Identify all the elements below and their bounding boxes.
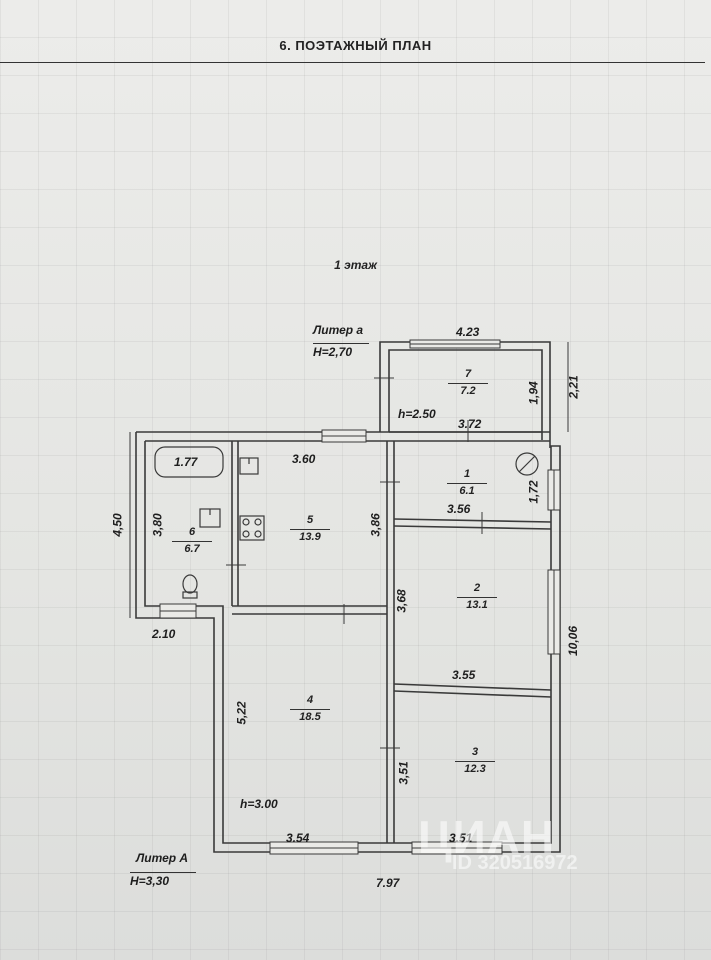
wall-main-inner: [144, 441, 552, 844]
room-3-area: 12.3: [455, 761, 495, 775]
boiler-icon: [515, 452, 539, 476]
bathtub-icon: [154, 446, 224, 478]
liter-a-big-name: Литер А: [136, 851, 189, 865]
watermark-brand: ЦИАН: [418, 811, 556, 863]
dim-3-60: 3.60: [292, 452, 316, 466]
room-2-number: 2: [473, 582, 481, 594]
dim-h-3-00: h=3.00: [240, 797, 278, 811]
wall-main-outer: [135, 432, 561, 853]
floor-label: 1 этаж: [334, 258, 377, 272]
wall-2-3b: [393, 690, 552, 698]
dim-4-50: 4,50: [110, 513, 125, 537]
dim-1-77: 1.77: [174, 455, 198, 469]
dim-3-54: 3.54: [286, 831, 310, 845]
wall-2-3: [393, 683, 552, 691]
room-4-area: 18.5: [290, 709, 330, 723]
room-6-area: 6.7: [172, 541, 212, 555]
room-1-area: 6.1: [447, 483, 487, 497]
dim-2-10: 2.10: [152, 627, 176, 641]
page-title: 6. ПОЭТАЖНЫЙ ПЛАН: [279, 38, 432, 53]
room-7-area: 7.2: [448, 383, 488, 397]
dim-3-86: 3,86: [368, 513, 383, 537]
dim-2-21: 2,21: [566, 375, 581, 399]
dim-3-80: 3,80: [150, 513, 165, 537]
liter-a-small-height: Н=2,70: [313, 343, 369, 359]
dim-1-72: 1,72: [526, 480, 541, 504]
dim-3-68: 3,68: [394, 589, 409, 613]
dim-7-97: 7.97: [376, 876, 400, 890]
dim-3-51-vertical: 3,51: [396, 761, 411, 785]
room-6-number: 6: [188, 526, 196, 538]
room-5-number: 5: [306, 514, 314, 526]
dim-3-51: 3.51: [449, 831, 473, 845]
wall-1-2: [393, 518, 552, 523]
dim-10-06: 10,06: [566, 625, 581, 657]
header-rule: [0, 62, 705, 63]
stove-icon: [239, 515, 265, 541]
watermark-id: ID 320516972: [452, 852, 578, 874]
dim-1-94: 1,94: [526, 381, 541, 405]
dim-h-2-50: h=2.50: [398, 407, 436, 421]
room-4-number: 4: [306, 694, 314, 706]
room-1-number: 1: [463, 468, 471, 480]
wall-1-2b: [393, 525, 552, 530]
liter-a-big-height: Н=3,30: [130, 872, 196, 888]
dim-3-72: 3.72: [458, 417, 482, 431]
dim-3-56: 3.56: [447, 502, 471, 516]
room-3-number: 3: [471, 746, 479, 758]
room-5-area: 13.9: [290, 529, 330, 543]
dim-3-55: 3.55: [452, 668, 476, 682]
toilet-icon: [182, 574, 198, 594]
dim-4-23: 4.23: [456, 325, 480, 339]
dim-5-22: 5,22: [234, 701, 249, 725]
room-2-area: 13.1: [457, 597, 497, 611]
room-7-number: 7: [464, 368, 472, 380]
wall-annex-inner: [388, 349, 543, 440]
liter-a-small-name: Литер а: [313, 323, 364, 337]
